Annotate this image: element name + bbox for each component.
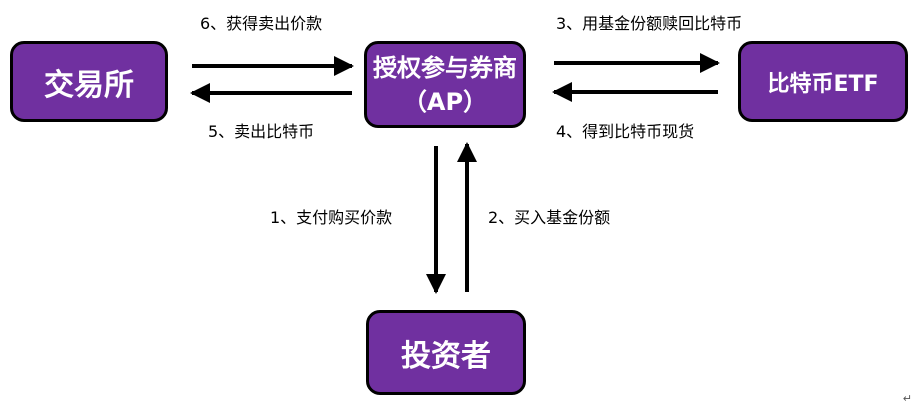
node-ap-label: 授权参与券商（AP） (373, 53, 517, 116)
node-bitcoin-etf: 比特币ETF (738, 41, 908, 122)
node-exchange-label: 交易所 (44, 67, 134, 103)
node-investor-label: 投资者 (401, 338, 491, 374)
edge-label-pay: 1、支付购买价款 (270, 208, 393, 227)
edge-label-redeem: 3、用基金份额赎回比特币 (556, 14, 743, 33)
node-etf-label: 比特币ETF (767, 71, 879, 97)
paragraph-mark: ↵ (902, 392, 912, 405)
node-investor: 投资者 (366, 310, 526, 395)
edge-label-sell-btc: 5、卖出比特币 (208, 122, 315, 141)
edge-label-buy-shares: 2、买入基金份额 (488, 208, 611, 227)
edge-label-proceeds: 6、获得卖出价款 (200, 14, 323, 33)
node-authorized-participant: 授权参与券商（AP） (364, 41, 526, 128)
edge-label-receive-btc: 4、得到比特币现货 (556, 122, 695, 141)
node-exchange: 交易所 (10, 41, 168, 122)
